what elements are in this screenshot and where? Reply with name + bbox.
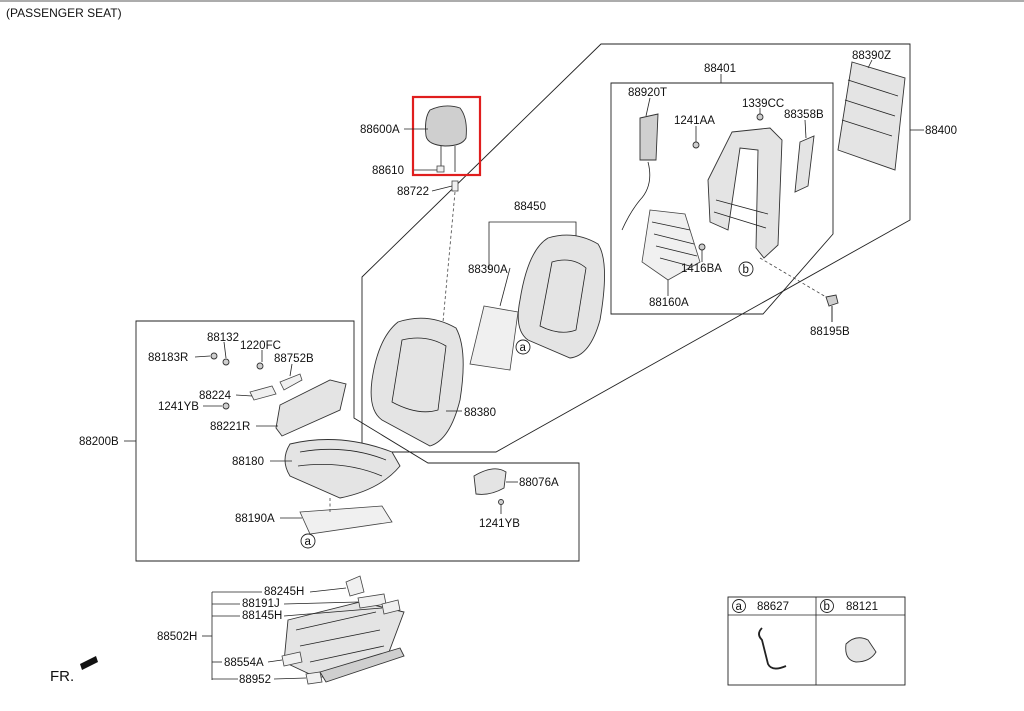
label-88920T[interactable]: 88920T xyxy=(628,87,667,99)
label-88224[interactable]: 88224 xyxy=(199,390,232,402)
label-88554A[interactable]: 88554A xyxy=(224,657,264,669)
label-88401[interactable]: 88401 xyxy=(704,63,736,75)
cushion-group[interactable] xyxy=(210,352,507,535)
label-1241AA[interactable]: 1241AA xyxy=(674,115,715,127)
cushion-assembly-box xyxy=(135,320,580,562)
legend-b-letter: b xyxy=(824,601,830,613)
label-88190A[interactable]: 88190A xyxy=(235,513,275,525)
legend-a-part[interactable]: 88627 xyxy=(757,601,789,613)
diagram-title: (PASSENGER SEAT) xyxy=(6,6,122,20)
seatback-frame-group[interactable] xyxy=(621,113,815,281)
callout-a-lower[interactable]: a xyxy=(300,533,316,549)
label-1241YB-lower[interactable]: 1241YB xyxy=(479,518,520,530)
heater-mat-part[interactable] xyxy=(299,505,393,535)
headrest-highlight-frame xyxy=(411,95,482,177)
cover-88554A[interactable] xyxy=(281,651,303,667)
label-88191J[interactable]: 88191J xyxy=(242,598,280,610)
label-88183R[interactable]: 88183R xyxy=(148,352,188,364)
seatback-frame-part[interactable] xyxy=(707,127,783,259)
label-88221R[interactable]: 88221R xyxy=(210,421,250,433)
airbag-module-part[interactable] xyxy=(639,113,659,161)
switch-part[interactable] xyxy=(473,468,507,495)
label-88502H[interactable]: 88502H xyxy=(157,631,197,643)
label-88180[interactable]: 88180 xyxy=(232,456,264,468)
label-88450[interactable]: 88450 xyxy=(514,201,546,213)
seat-track-group[interactable] xyxy=(281,575,405,685)
side-bracket-part[interactable] xyxy=(794,135,815,193)
label-88390A[interactable]: 88390A xyxy=(468,264,508,276)
label-1339CC[interactable]: 1339CC xyxy=(742,98,784,110)
bolt-88195B[interactable] xyxy=(825,294,839,307)
legend-a[interactable]: a 88627 xyxy=(732,599,789,614)
clip-88627-icon xyxy=(758,627,787,670)
lever-part[interactable] xyxy=(279,373,303,391)
label-88132[interactable]: 88132 xyxy=(207,332,239,344)
headrest-group[interactable] xyxy=(411,95,482,192)
front-arrow-icon xyxy=(80,656,98,670)
headrest-dash-line xyxy=(442,191,456,323)
cover-88952[interactable] xyxy=(305,671,323,685)
seatback-foam-part[interactable] xyxy=(370,317,464,447)
headrest-part[interactable] xyxy=(425,105,467,147)
headrest-guide[interactable] xyxy=(436,165,445,173)
label-88610[interactable]: 88610 xyxy=(372,165,404,177)
bracket-88191J[interactable] xyxy=(357,593,387,609)
clip-88121-icon xyxy=(845,637,877,663)
knob-part[interactable] xyxy=(249,385,277,401)
label-88145H[interactable]: 88145H xyxy=(242,610,282,622)
legend-b[interactable]: b 88121 xyxy=(820,599,878,614)
label-88200B[interactable]: 88200B xyxy=(79,436,119,448)
label-88245H[interactable]: 88245H xyxy=(264,586,304,598)
label-88722[interactable]: 88722 xyxy=(397,186,429,198)
callout-a-upper[interactable]: a xyxy=(515,339,531,355)
label-88600A[interactable]: 88600A xyxy=(360,124,400,136)
legend-table xyxy=(727,596,906,686)
leader-lines xyxy=(124,59,924,680)
label-88380[interactable]: 88380 xyxy=(464,407,496,419)
headrest-guide-lower[interactable] xyxy=(451,180,459,192)
svg-text:a: a xyxy=(305,536,312,548)
lumbar-mat-part[interactable] xyxy=(641,209,701,281)
label-88358B[interactable]: 88358B xyxy=(784,109,824,121)
bracket-88245H[interactable] xyxy=(345,575,365,597)
legend-a-letter: a xyxy=(736,601,743,613)
front-direction-label: FR. xyxy=(50,668,74,685)
callout-b[interactable]: b xyxy=(738,261,754,277)
svg-text:b: b xyxy=(743,264,749,276)
seat-cushion-part[interactable] xyxy=(284,439,401,499)
svg-text:a: a xyxy=(520,342,527,354)
label-88952[interactable]: 88952 xyxy=(239,674,271,686)
legend-b-part[interactable]: 88121 xyxy=(846,601,878,613)
label-88400[interactable]: 88400 xyxy=(925,125,957,137)
seatback-rear-cover-part[interactable] xyxy=(837,61,906,171)
label-1416BA[interactable]: 1416BA xyxy=(681,263,722,275)
label-88160A[interactable]: 88160A xyxy=(649,297,689,309)
label-1241YB-upper[interactable]: 1241YB xyxy=(158,401,199,413)
seatback-pad-part[interactable] xyxy=(469,305,519,371)
seatback-cover-part[interactable] xyxy=(517,234,605,359)
seatback-frame-box xyxy=(610,82,834,315)
label-88752B[interactable]: 88752B xyxy=(274,353,314,365)
label-1220FC[interactable]: 1220FC xyxy=(240,340,281,352)
label-88076A[interactable]: 88076A xyxy=(519,477,559,489)
label-88195B[interactable]: 88195B xyxy=(810,326,850,338)
side-shield-part[interactable] xyxy=(275,379,347,437)
label-88390Z[interactable]: 88390Z xyxy=(852,50,891,62)
